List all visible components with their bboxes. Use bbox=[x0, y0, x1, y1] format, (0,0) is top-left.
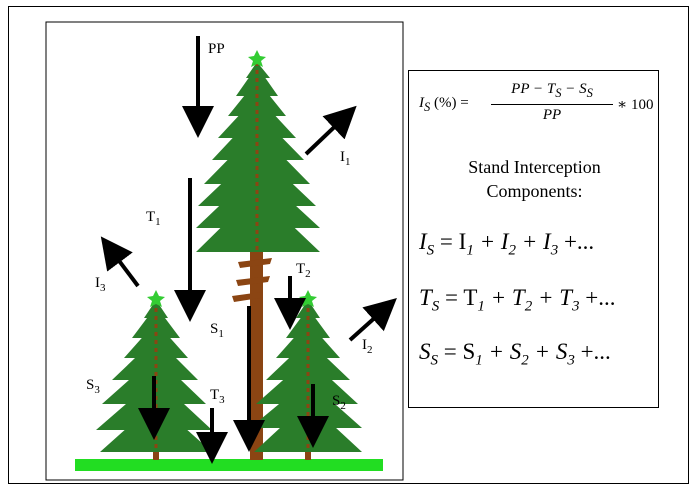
label-i2: I2 bbox=[362, 337, 373, 356]
label-t1: T1 bbox=[146, 209, 161, 228]
sum-interception: IS = I1 + I2 + I3 +... bbox=[419, 229, 595, 259]
label-s1: S1 bbox=[210, 321, 224, 340]
arrow-i2 bbox=[348, 297, 397, 342]
sum-throughfall: TS = T1 + T2 + T3 +... bbox=[419, 285, 616, 315]
label-pp: PP bbox=[208, 41, 225, 57]
label-s2: S2 bbox=[332, 393, 346, 412]
right-tree-crown bbox=[250, 300, 362, 452]
flow-arrows bbox=[100, 36, 397, 464]
label-t3: T3 bbox=[210, 387, 225, 406]
formula-numerator: PP − TS − SS bbox=[511, 81, 593, 100]
label-i3: I3 bbox=[95, 275, 106, 294]
tall-tree-crown bbox=[196, 62, 320, 252]
ground bbox=[75, 459, 383, 471]
formula-denominator: PP bbox=[542, 107, 562, 123]
figure-frame bbox=[8, 6, 689, 484]
tall-tree-star bbox=[248, 50, 266, 67]
heading-line-1: Stand Interception bbox=[468, 157, 601, 177]
formula-multiplier: ∗ 100 bbox=[617, 97, 654, 113]
interception-formula: IS (%) = PP − TS − SS PP ∗ 100 bbox=[419, 81, 655, 129]
equation-box: IS (%) = PP − TS − SS PP ∗ 100 Stand Int… bbox=[408, 70, 659, 408]
formula-lhs: IS (%) = bbox=[419, 95, 469, 114]
formula-fraction: PP − TS − SS PP bbox=[491, 81, 613, 124]
arrow-i1 bbox=[304, 105, 357, 156]
tall-tree-branches bbox=[232, 258, 272, 302]
arrow-i3 bbox=[100, 236, 140, 288]
fraction-bar bbox=[491, 104, 613, 105]
sum-stemflow: SS = S1 + S2 + S3 +... bbox=[419, 339, 611, 369]
label-s3: S3 bbox=[86, 377, 100, 396]
label-t2: T2 bbox=[296, 261, 311, 280]
left-tree-star bbox=[147, 290, 165, 307]
label-i1: I1 bbox=[340, 149, 351, 168]
heading-line-2: Components: bbox=[486, 181, 583, 201]
